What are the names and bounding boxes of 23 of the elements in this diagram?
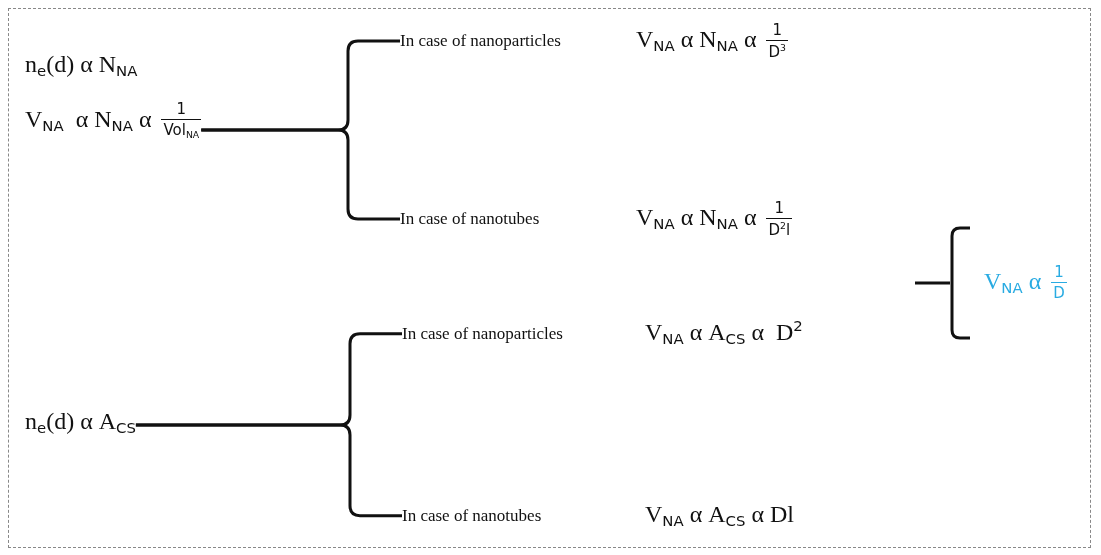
fraction-denominator: D$^{2}$l	[767, 218, 792, 239]
formula: V$_{NA}$ α N$_{NA}$ α	[636, 25, 757, 57]
fraction-numerator: 1	[766, 22, 788, 41]
brace-connector	[135, 423, 402, 518]
formula: V$_{NA}$ α N$_{NA}$ α	[636, 203, 757, 235]
fraction-denominator: D$^{3}$	[767, 40, 787, 61]
formula: V$_{NA}$ α N$_{NA}$ α	[25, 104, 152, 137]
case-label: In case of nanotubes	[402, 505, 543, 526]
case-label: In case of nanotubes	[400, 209, 541, 230]
brace-connector	[915, 281, 950, 285]
fraction-numerator: 1	[766, 200, 793, 219]
formula: V$_{NA}$ α A$_{CS}$ α Dl	[645, 500, 794, 532]
case-label: In case of nanoparticles	[400, 31, 562, 52]
case-label: In case of nanoparticles	[402, 323, 564, 344]
fraction-numerator: 1	[161, 101, 202, 120]
formula: n$_{e}$(d) α A$_{CS}$	[25, 408, 136, 438]
brace-connector	[201, 128, 400, 221]
fraction-numerator: 1	[1051, 264, 1067, 283]
formula: V$_{NA}$ α	[984, 267, 1042, 299]
fraction-denominator: D	[1052, 282, 1066, 302]
fraction-denominator: Vol$_{NA}$	[162, 119, 201, 140]
formula: V$_{NA}$ α A$_{CS}$ α D$^{2}$	[645, 318, 803, 350]
formula: n$_{e}$(d) α N$_{NA}$	[25, 50, 138, 82]
